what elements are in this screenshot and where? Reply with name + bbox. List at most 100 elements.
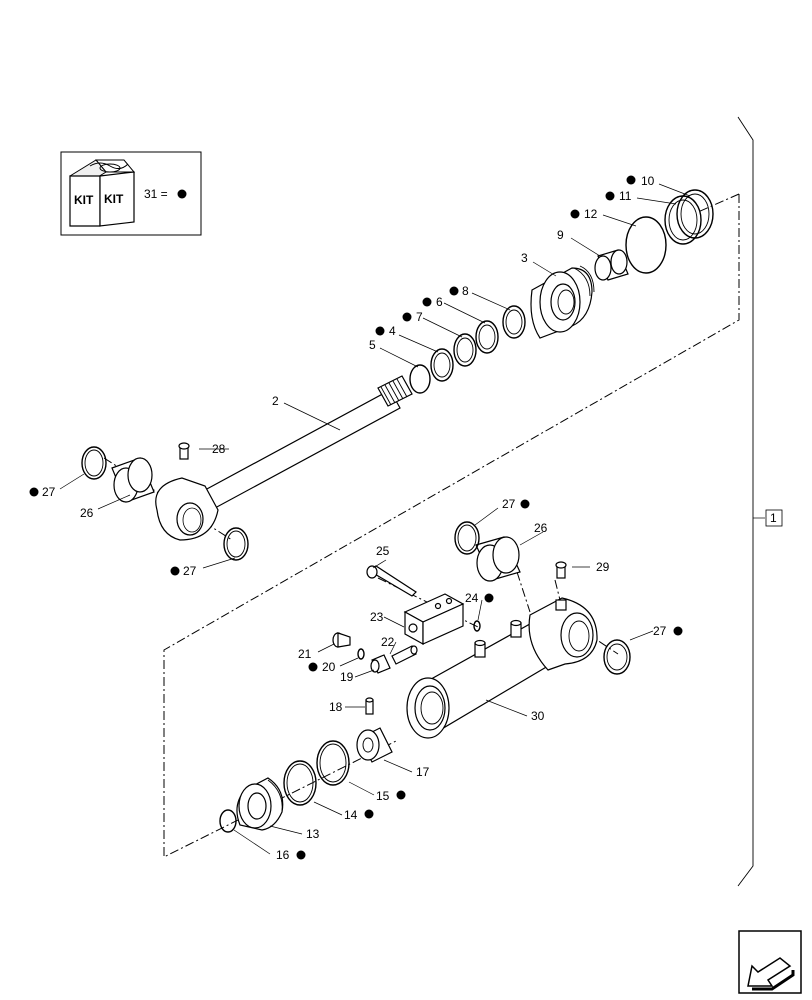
piston-rod <box>155 375 413 541</box>
svg-text:29: 29 <box>596 560 610 574</box>
svg-text:30: 30 <box>531 709 545 723</box>
svg-text:18: 18 <box>329 700 343 714</box>
ring-12 <box>625 216 667 274</box>
callout-8: 8 <box>449 284 469 298</box>
screw-21 <box>332 632 351 648</box>
fitting-axis <box>554 579 561 601</box>
callout-22: 22 <box>381 635 395 649</box>
svg-text:8: 8 <box>462 284 469 298</box>
callout-16: 16 <box>276 848 306 862</box>
seal-8 <box>502 305 526 339</box>
callout-9: 9 <box>557 228 564 242</box>
ring-27-lower-left <box>223 527 249 561</box>
callout-14: 14 <box>344 808 374 822</box>
callout-labels: 1 2 3 4 5 6 7 8 9 10 11 12 13 14 15 16 1… <box>29 174 777 862</box>
callout-27d: 27 <box>653 624 683 638</box>
o-ring-16 <box>219 809 237 833</box>
seal-5 <box>409 364 431 394</box>
ring-14 <box>283 760 317 806</box>
svg-text:21: 21 <box>298 647 312 661</box>
svg-text:25: 25 <box>376 544 390 558</box>
ring-20 <box>357 648 365 660</box>
ring-27-upper-right <box>454 521 480 555</box>
fitting-19 <box>370 654 391 674</box>
ring-27-left <box>81 446 107 480</box>
svg-text:7: 7 <box>416 310 423 324</box>
leader-lines <box>59 183 691 855</box>
svg-text:27: 27 <box>502 497 516 511</box>
kit-label-right: KIT <box>104 192 124 206</box>
svg-text:27: 27 <box>653 624 667 638</box>
ring-27-right <box>603 639 631 675</box>
callout-15: 15 <box>376 789 406 803</box>
svg-text:6: 6 <box>436 295 443 309</box>
piston-13 <box>236 777 284 831</box>
cylinder-barrel-30 <box>406 597 598 739</box>
callout-6: 6 <box>422 295 443 309</box>
bushing-26-right <box>475 536 521 582</box>
bolt-25 <box>366 565 417 597</box>
callout-18: 18 <box>329 700 343 714</box>
kit-equation: 31 = <box>144 187 168 201</box>
seal-7 <box>453 333 477 367</box>
gland-head-3 <box>530 265 595 339</box>
callout-11: 11 <box>605 189 632 203</box>
grease-fitting-28 <box>178 442 190 460</box>
piston-nut-17 <box>356 727 393 763</box>
svg-text:15: 15 <box>376 789 390 803</box>
callout-12: 12 <box>570 207 598 221</box>
svg-text:20: 20 <box>322 660 336 674</box>
callout-4: 4 <box>375 324 396 338</box>
callout-29: 29 <box>596 560 610 574</box>
callout-10: 10 <box>626 174 655 188</box>
next-page-arrow-icon[interactable] <box>738 930 802 994</box>
svg-text:27: 27 <box>183 564 197 578</box>
callout-24: 24 <box>465 591 494 605</box>
callout-1: 1 <box>770 511 777 525</box>
callout-23: 23 <box>370 610 384 624</box>
rod-axis-upper <box>697 193 740 213</box>
callout-28: 28 <box>212 442 226 456</box>
ring-10 <box>676 189 714 239</box>
seal-6 <box>475 320 499 354</box>
callout-26b: 26 <box>534 521 548 535</box>
callout-25: 25 <box>376 544 390 558</box>
kit-dot <box>177 189 187 199</box>
grease-fitting-29 <box>555 561 567 579</box>
svg-text:16: 16 <box>276 848 290 862</box>
callout-21: 21 <box>298 647 312 661</box>
kit-box-icon <box>69 159 136 227</box>
svg-text:27: 27 <box>42 485 56 499</box>
svg-text:1: 1 <box>770 511 777 525</box>
callout-27b: 27 <box>170 564 197 578</box>
body-axis <box>516 571 531 613</box>
svg-text:26: 26 <box>534 521 548 535</box>
svg-text:23: 23 <box>370 610 384 624</box>
svg-text:26: 26 <box>80 506 94 520</box>
svg-text:24: 24 <box>465 591 479 605</box>
callout-27c: 27 <box>502 497 530 511</box>
kit-label-left: KIT <box>74 193 94 207</box>
svg-text:13: 13 <box>306 827 320 841</box>
callout-30: 30 <box>531 709 545 723</box>
callout-27a: 27 <box>29 485 56 499</box>
fitting-22 <box>391 645 418 665</box>
svg-text:12: 12 <box>584 207 598 221</box>
valve-block-23 <box>403 593 465 646</box>
callout-1-box <box>765 509 783 527</box>
svg-text:9: 9 <box>557 228 564 242</box>
bushing-9 <box>594 249 629 281</box>
svg-text:19: 19 <box>340 670 354 684</box>
assembly-bracket <box>737 116 754 887</box>
ring-15 <box>316 740 350 786</box>
svg-text:22: 22 <box>381 635 395 649</box>
svg-text:10: 10 <box>641 174 655 188</box>
callout-2: 2 <box>272 394 279 408</box>
callout-5: 5 <box>369 338 376 352</box>
svg-text:5: 5 <box>369 338 376 352</box>
svg-text:14: 14 <box>344 808 358 822</box>
svg-text:28: 28 <box>212 442 226 456</box>
svg-text:3: 3 <box>521 251 528 265</box>
callout-20: 20 <box>308 660 336 674</box>
callout-19: 19 <box>340 670 354 684</box>
